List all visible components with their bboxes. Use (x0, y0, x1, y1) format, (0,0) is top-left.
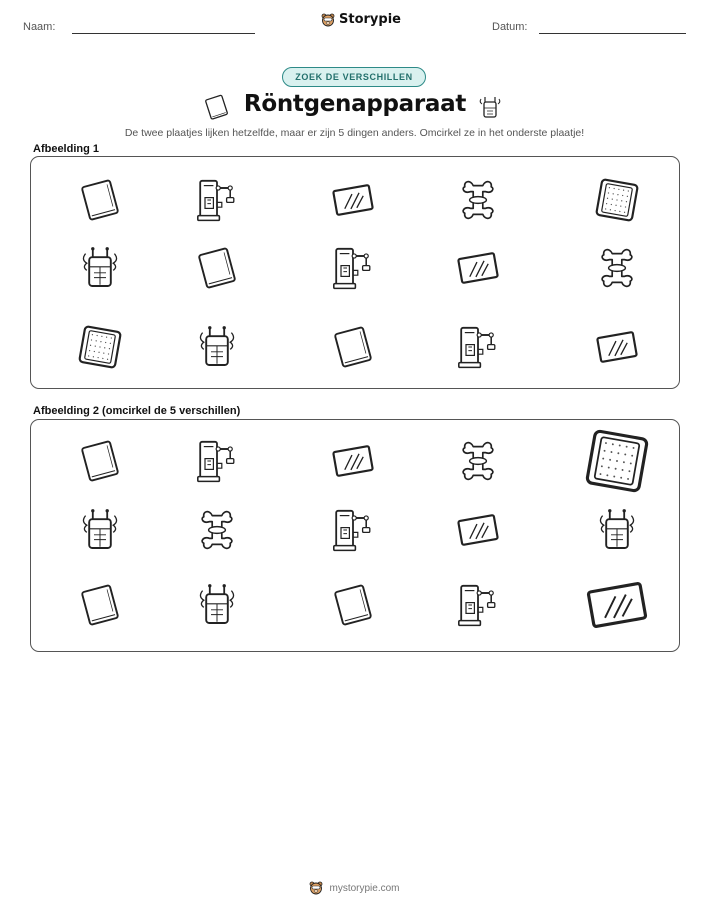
footer: mystorypie.com (0, 881, 709, 895)
instructions: De twee plaatjes lijken hetzelfde, maar … (124, 127, 585, 139)
picture2-iv-bag-icon[interactable] (593, 506, 641, 554)
picture2-panel[interactable] (30, 419, 680, 652)
activity-badge: ZOEK DE VERSCHILLEN (282, 67, 426, 87)
picture2-xray-film-icon[interactable] (329, 437, 377, 485)
brand-logo: Storypie (321, 12, 401, 27)
picture1-lightbox-icon (76, 323, 124, 371)
picture1-film-sheet-icon (329, 323, 377, 371)
picture1-xray-machine-icon (193, 176, 241, 224)
footer-url: mystorypie.com (329, 882, 400, 894)
iv-bag-icon (479, 97, 501, 118)
picture1-iv-bag-icon (76, 244, 124, 292)
picture1-label: Afbeelding 1 (33, 143, 100, 155)
picture1-film-sheet-icon (76, 176, 124, 224)
picture2-label: Afbeelding 2 (omcirkel de 5 verschillen) (33, 405, 241, 417)
picture2-xray-film-icon[interactable] (582, 570, 652, 640)
picture1-bone-icon (454, 176, 502, 224)
brand-name: Storypie (339, 12, 401, 27)
picture1-panel (30, 156, 680, 389)
picture2-iv-bag-icon[interactable] (193, 581, 241, 629)
page-title: Röntgenapparaat (243, 91, 467, 117)
name-label: Naam: (23, 21, 56, 33)
picture2-iv-bag-icon[interactable] (76, 506, 124, 554)
picture1-film-sheet-icon (193, 244, 241, 292)
picture1-xray-film-icon (454, 244, 502, 292)
picture1-iv-bag-icon (193, 323, 241, 371)
picture2-xray-film-icon[interactable] (454, 506, 502, 554)
name-field[interactable] (72, 33, 255, 34)
picture1-xray-film-icon (329, 176, 377, 224)
picture2-xray-machine-icon[interactable] (329, 506, 377, 554)
bear-logo-icon (310, 881, 323, 895)
date-label: Datum: (492, 21, 528, 33)
picture2-xray-machine-icon[interactable] (454, 581, 502, 629)
film-sheet-icon (205, 94, 228, 120)
picture2-film-sheet-icon[interactable] (329, 581, 377, 629)
picture2-bone-icon[interactable] (193, 506, 241, 554)
bear-logo-icon (321, 13, 335, 26)
picture2-film-sheet-icon[interactable] (76, 581, 124, 629)
picture1-lightbox-icon (593, 176, 641, 224)
picture2-xray-machine-icon[interactable] (193, 437, 241, 485)
picture1-xray-machine-icon (329, 244, 377, 292)
picture1-xray-machine-icon (454, 323, 502, 371)
picture2-film-sheet-icon[interactable] (76, 437, 124, 485)
picture1-bone-icon (593, 244, 641, 292)
picture2-bone-icon[interactable] (454, 437, 502, 485)
date-field[interactable] (539, 33, 686, 34)
picture1-xray-film-icon (593, 323, 641, 371)
picture2-lightbox-icon[interactable] (582, 426, 652, 496)
